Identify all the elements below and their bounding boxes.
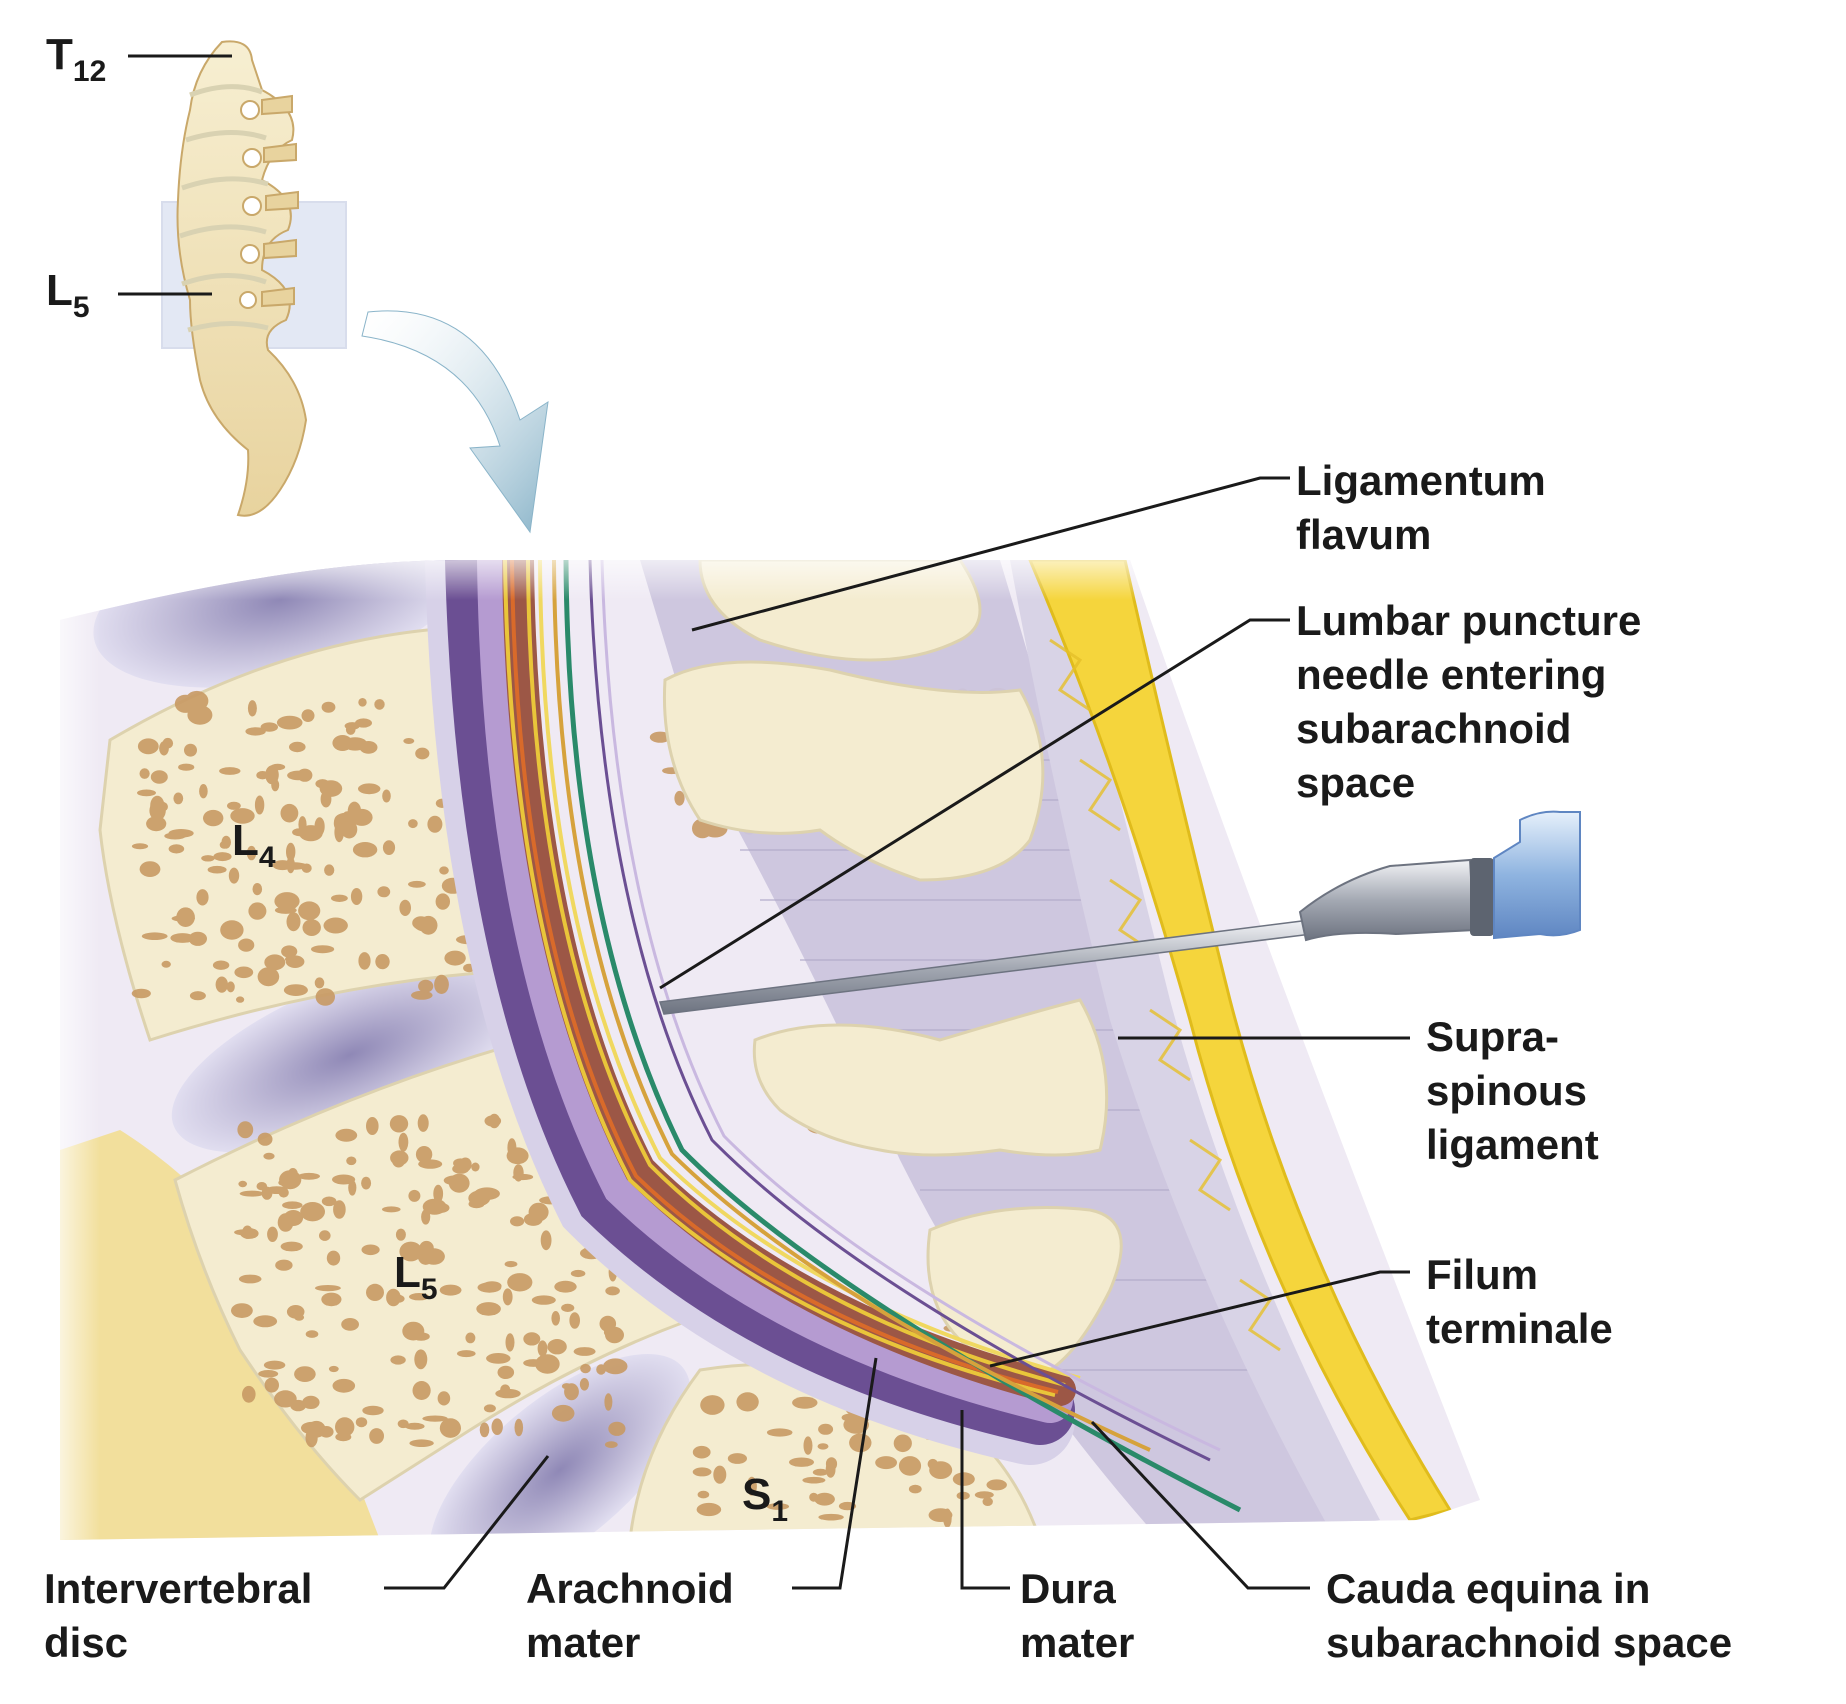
ligamentum-flavum-leader — [691, 476, 1290, 632]
spine-thumbnail — [118, 40, 347, 517]
needle-hub-ring — [1470, 858, 1494, 936]
middle-disc — [171, 957, 529, 1153]
leader-lines — [384, 476, 1410, 1590]
cauda-equina-label: Cauda equina in subarachnoid space — [1326, 1565, 1733, 1666]
intervertebral-disc-leader — [384, 1455, 550, 1590]
s1-label: S1 — [742, 1470, 789, 1528]
lumbar-puncture-label: Lumbar puncture needle entering subarach… — [1296, 597, 1642, 806]
l5-label: L5 — [394, 1248, 438, 1306]
sacral-crest — [926, 1206, 1123, 1372]
ligamentum-flavum-label: Ligamentum flavum — [1296, 457, 1546, 558]
lower-disc — [429, 1354, 691, 1540]
l5-thumb-label: L5 — [46, 266, 90, 324]
needle-hub — [1493, 810, 1581, 940]
sagittal-section — [60, 560, 1480, 1540]
supraspinous-band — [1010, 560, 1380, 1530]
intervertebral-disc-label: Intervertebral disc — [44, 1565, 313, 1666]
filum-terminale-leader — [989, 1270, 1410, 1368]
zoom-arrow — [361, 310, 549, 534]
arachnoid-mater-label: Arachnoid mater — [526, 1565, 734, 1666]
dura-mater-leader — [960, 1410, 1010, 1590]
supraspinous-ligament-label: Supra- spinous ligament — [1426, 1013, 1599, 1168]
lumbar-puncture-needle — [658, 810, 1581, 1015]
dura-mater-label: Dura mater — [1020, 1565, 1135, 1666]
spinous-process-l5 — [752, 998, 1109, 1157]
t12-label: T12 — [46, 30, 107, 88]
cauda-equina-nerves — [503, 560, 1242, 1513]
arachnoid-mater-leader — [792, 1357, 878, 1590]
l4-label: L4 — [232, 816, 276, 874]
needle-hub-collar — [1298, 858, 1476, 942]
cauda-equina-leader — [1090, 1420, 1310, 1590]
dural-sac — [425, 560, 1076, 1465]
spinous-process-l4 — [662, 660, 1045, 882]
subcutaneous-fat — [1027, 560, 1453, 1522]
lumbar-puncture-leader — [659, 618, 1290, 990]
filum-terminale-label: Filum terminale — [1426, 1251, 1613, 1352]
